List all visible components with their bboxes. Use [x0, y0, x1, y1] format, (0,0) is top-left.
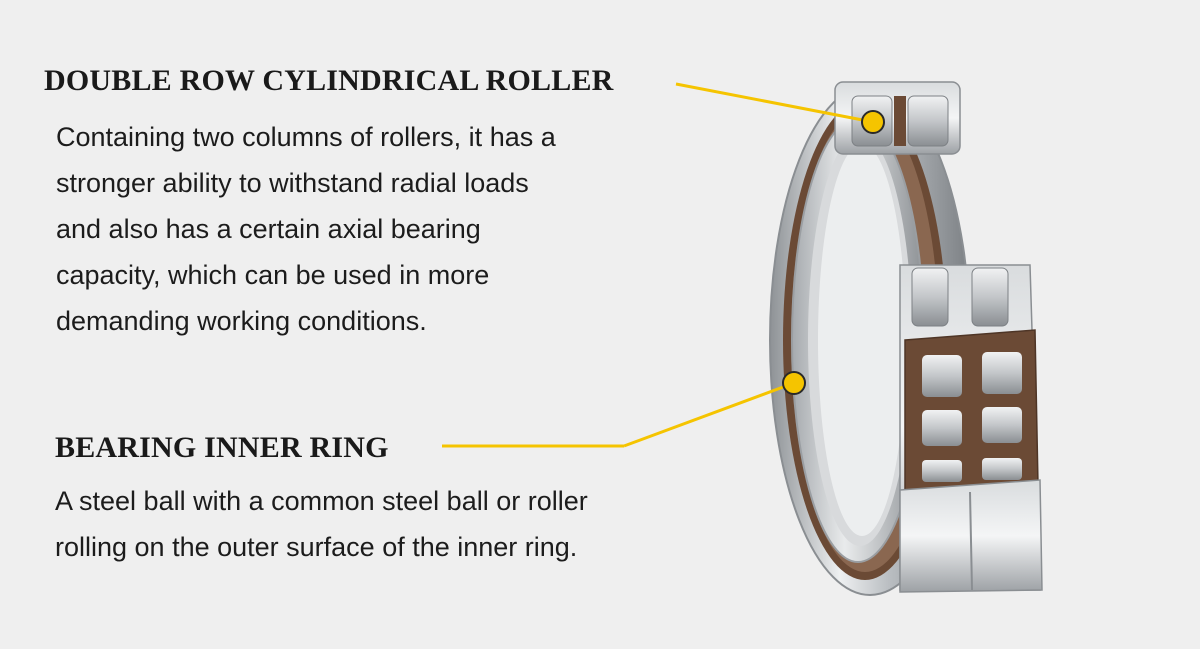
inner-ring-description: A steel ball with a common steel ball or… — [55, 486, 588, 562]
inner-ring-callout — [442, 371, 806, 448]
roller-callout — [675, 82, 885, 134]
roller-cage-section — [899, 264, 1043, 593]
inner-ring — [791, 117, 925, 563]
callout-dot-icon — [782, 371, 806, 395]
inner-ring-heading: BEARING INNER RING — [55, 431, 389, 464]
roller-description: Containing two columns of rollers, it ha… — [56, 122, 556, 336]
roller-heading: DOUBLE ROW CYLINDRICAL ROLLER — [44, 64, 614, 97]
callout-dot-icon — [861, 110, 885, 134]
